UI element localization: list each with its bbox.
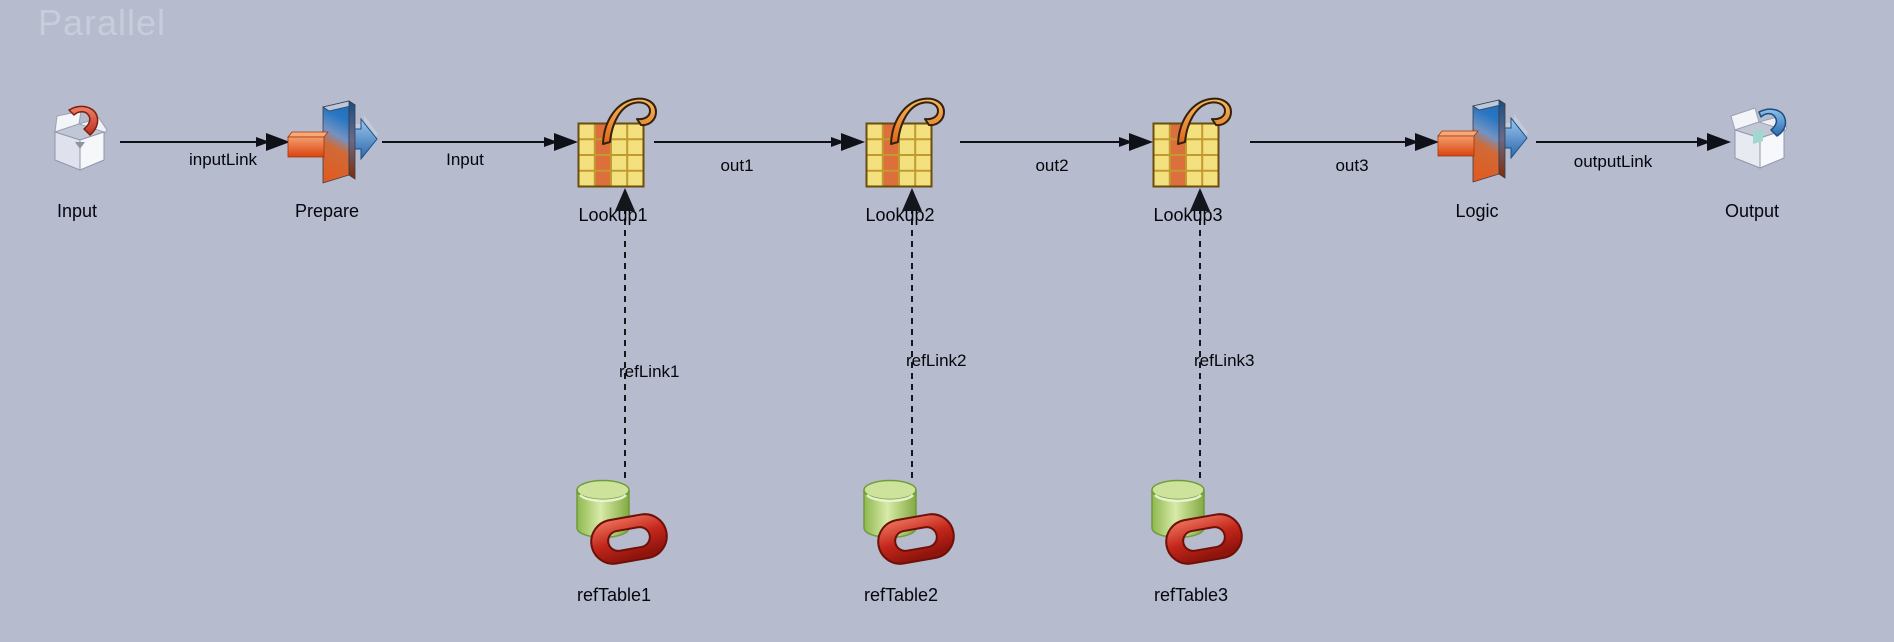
- stage-label-logic: Logic: [1455, 201, 1499, 221]
- link-label-input[interactable]: Input: [446, 150, 484, 169]
- link-line-outputLink[interactable]: [1536, 133, 1731, 151]
- link-line-refLink1[interactable]: [615, 188, 635, 480]
- stage-input[interactable]: [47, 104, 113, 174]
- stage-reftable1[interactable]: [572, 477, 668, 569]
- stage-label-lookup2: Lookup2: [865, 205, 935, 225]
- stage-label-reftable3: refTable3: [1153, 585, 1229, 605]
- stage-label-prepare: Prepare: [294, 201, 360, 221]
- lookup-icon: [865, 97, 945, 188]
- dataset-output-icon: [1730, 107, 1788, 169]
- canvas-watermark: Parallel: [38, 2, 167, 43]
- stage-lookup2[interactable]: [865, 92, 949, 190]
- stage-logic[interactable]: [1436, 97, 1528, 189]
- stage-label-output: Output: [1724, 201, 1780, 221]
- stage-lookup3[interactable]: [1152, 92, 1236, 190]
- stage-prepare[interactable]: [286, 98, 378, 190]
- stage-label-input: Input: [56, 201, 98, 221]
- link-line-out1[interactable]: [654, 133, 865, 151]
- link-label-out3[interactable]: out3: [1335, 156, 1369, 175]
- oracle-database-icon: [862, 479, 955, 569]
- transformer-icon: [1437, 99, 1528, 183]
- link-label-inputLink[interactable]: inputLink: [188, 150, 258, 169]
- stage-label-lookup3: Lookup3: [1153, 205, 1223, 225]
- stage-label-reftable2: refTable2: [863, 585, 939, 605]
- link-line-out2[interactable]: [960, 133, 1153, 151]
- stage-reftable2[interactable]: [859, 477, 955, 569]
- transformer-icon: [287, 100, 378, 184]
- stage-label-lookup1: Lookup1: [578, 205, 648, 225]
- link-label-out2[interactable]: out2: [1035, 156, 1069, 175]
- stage-label-reftable1: refTable1: [576, 585, 652, 605]
- oracle-database-icon: [575, 479, 668, 569]
- link-line-input[interactable]: [382, 133, 578, 151]
- link-label-out1[interactable]: out1: [720, 156, 754, 175]
- link-label-refLink1[interactable]: refLink1: [619, 362, 680, 381]
- stage-reftable3[interactable]: [1147, 477, 1243, 569]
- lookup-icon: [1152, 97, 1232, 188]
- stage-output[interactable]: [1729, 104, 1795, 176]
- link-line-out3[interactable]: [1250, 133, 1439, 151]
- oracle-database-icon: [1150, 479, 1243, 569]
- link-label-refLink3[interactable]: refLink3: [1194, 351, 1255, 370]
- link-line-refLink3[interactable]: [1190, 188, 1210, 480]
- link-line-refLink2[interactable]: [902, 188, 922, 480]
- dataset-input-icon: [54, 105, 108, 171]
- link-label-outputLink[interactable]: outputLink: [1573, 152, 1653, 171]
- lookup-icon: [577, 97, 657, 188]
- stage-lookup1[interactable]: [577, 92, 661, 190]
- link-line-inputLink[interactable]: [120, 133, 290, 151]
- link-label-refLink2[interactable]: refLink2: [906, 351, 967, 370]
